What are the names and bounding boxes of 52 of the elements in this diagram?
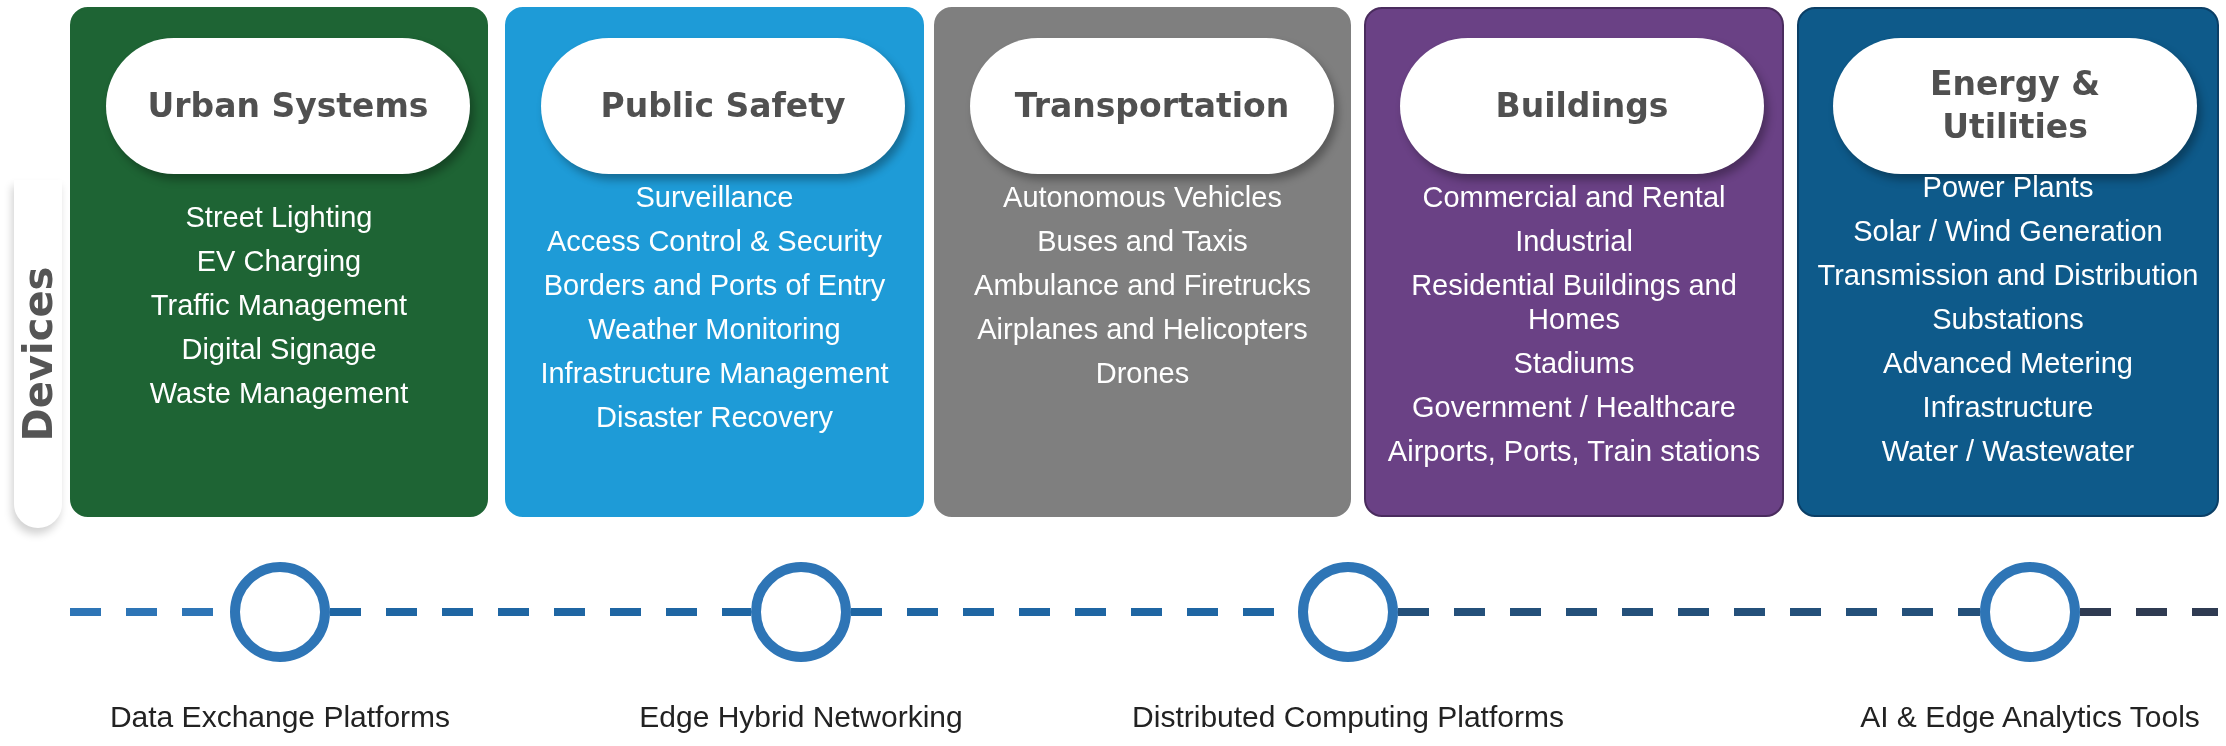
list-item: Transmission and Distribution xyxy=(1816,258,2200,292)
side-tab xyxy=(14,180,62,528)
list-item: Drones xyxy=(1094,356,1191,390)
list-item: Government / Healthcare xyxy=(1411,390,1737,424)
category-pill xyxy=(970,38,1334,174)
list-item: Ambulance and Firetrucks xyxy=(973,268,1312,302)
list-item: Commercial and Rental xyxy=(1421,180,1727,214)
category-pill xyxy=(1833,38,2197,174)
category-panel xyxy=(70,7,488,517)
tab-label: Devices xyxy=(15,266,61,442)
list-item: Stadiums xyxy=(1512,346,1636,380)
category-panel xyxy=(934,7,1351,517)
milestone-label: AI & Edge Analytics Tools xyxy=(1860,700,2200,734)
list-item: Substations xyxy=(1931,302,2085,336)
list-item: Waste Management xyxy=(148,376,410,410)
category-title: Public Safety xyxy=(600,84,846,127)
list-item: Solar / Wind Generation xyxy=(1852,214,2164,248)
list-item: Water / Wastewater xyxy=(1880,434,2136,468)
category-title: Urban Systems xyxy=(147,84,429,127)
category-pill xyxy=(106,38,470,174)
milestone-label: Distributed Computing Platforms xyxy=(1132,700,1564,734)
category-panel xyxy=(1364,7,1784,517)
category-panel xyxy=(1797,7,2219,517)
list-item: Power Plants xyxy=(1921,170,2095,204)
list-item: Infrastructure Management xyxy=(539,356,890,390)
list-item: Digital Signage xyxy=(180,332,378,366)
list-item: Advanced Metering xyxy=(1882,346,2134,380)
list-item: EV Charging xyxy=(195,244,363,278)
category-title: Buildings xyxy=(1495,84,1669,127)
list-item: Residential Buildings and Homes xyxy=(1410,268,1738,336)
category-title: Transportation xyxy=(1014,84,1290,127)
list-item: Infrastructure xyxy=(1921,390,2095,424)
list-item: Airports, Ports, Train stations xyxy=(1386,434,1762,468)
list-item: Borders and Ports of Entry xyxy=(542,268,887,302)
list-item: Disaster Recovery xyxy=(595,400,834,434)
dashed-connector xyxy=(1398,608,1980,616)
list-item: Airplanes and Helicopters xyxy=(976,312,1309,346)
category-pill xyxy=(1400,38,1764,174)
list-item: Street Lighting xyxy=(184,200,374,234)
list-item: Industrial xyxy=(1514,224,1634,258)
category-pill xyxy=(541,38,905,174)
milestone-label: Data Exchange Platforms xyxy=(109,700,451,734)
list-item: Access Control & Security xyxy=(545,224,884,258)
category-title: Energy & Utilities xyxy=(1928,63,2102,148)
list-item: Weather Monitoring xyxy=(587,312,842,346)
dashed-connector xyxy=(330,608,751,616)
category-panel xyxy=(505,7,924,517)
list-item: Buses and Taxis xyxy=(1036,224,1249,258)
milestone-label: Edge Hybrid Networking xyxy=(639,700,963,734)
list-item: Autonomous Vehicles xyxy=(1002,180,1283,214)
list-item: Surveillance xyxy=(634,180,795,214)
list-item: Traffic Management xyxy=(149,288,409,322)
